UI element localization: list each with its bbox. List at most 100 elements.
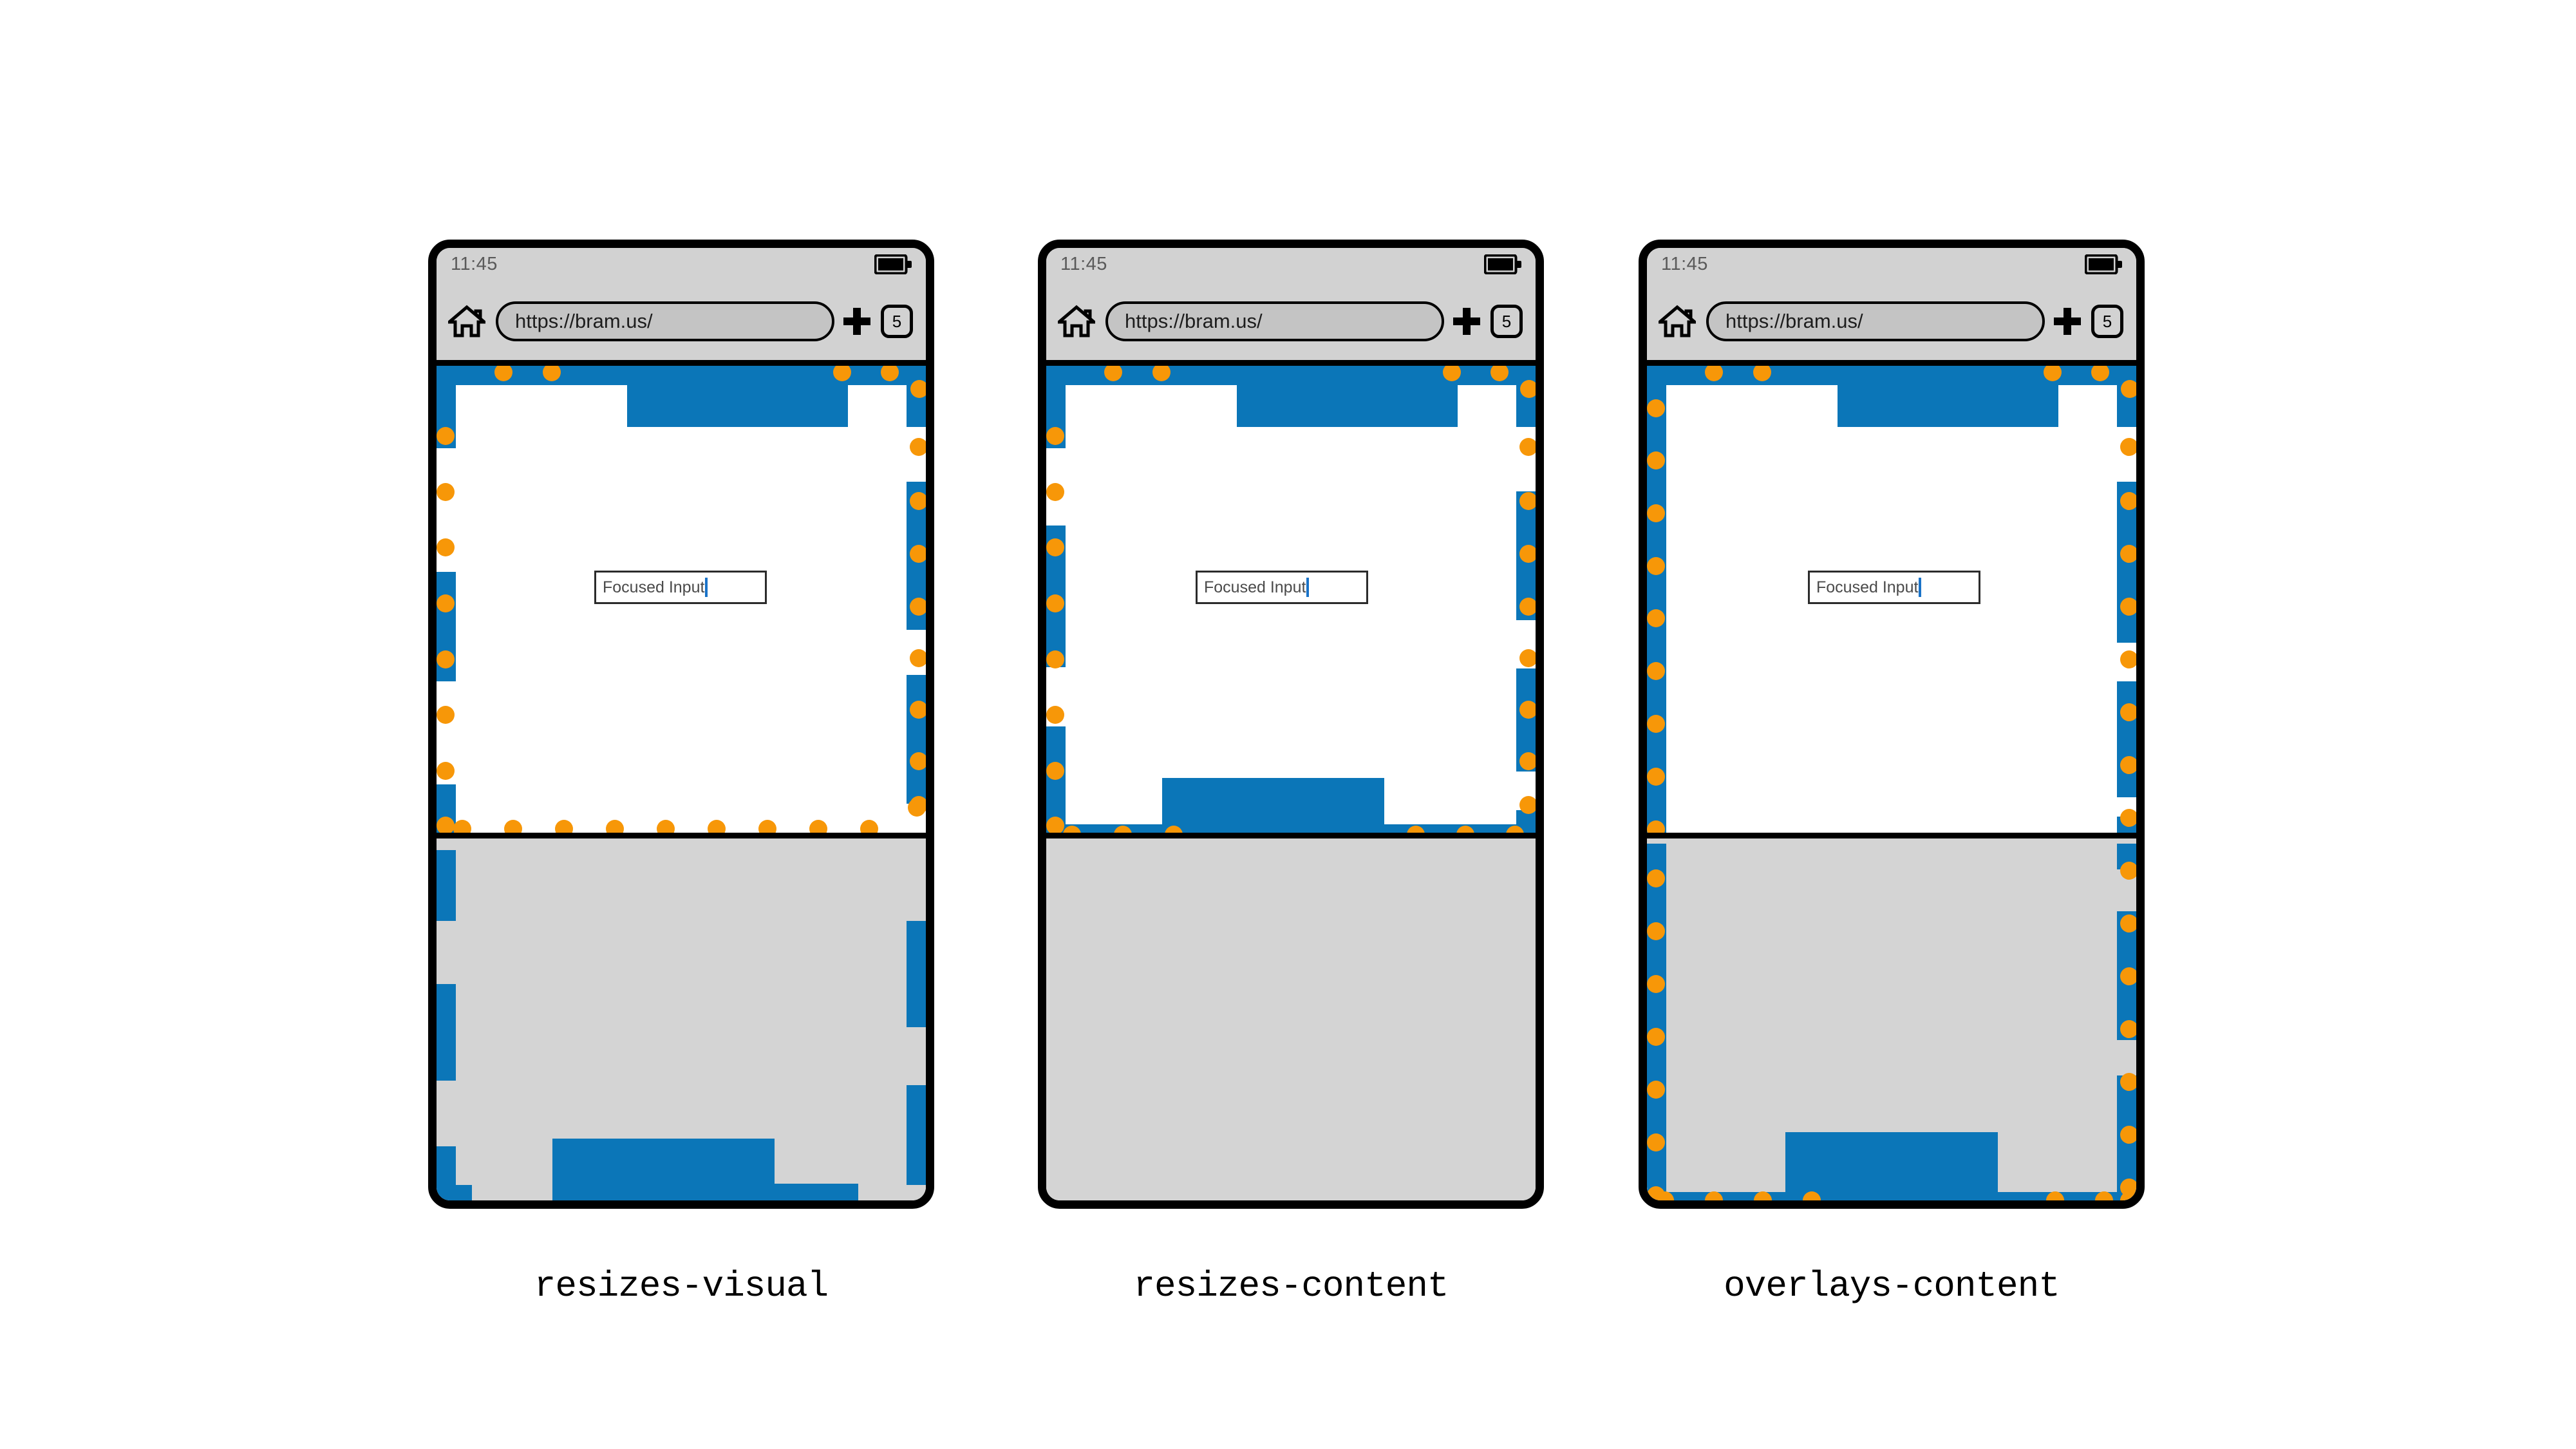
frame-bar-left-full [1647,366,1666,844]
battery-full-icon [1484,254,1521,274]
marker-dot [1519,598,1536,616]
marker-dot [910,752,926,770]
marker-dot [910,598,926,616]
frame-bar-top-a [1656,366,1838,385]
marker-dot [2120,650,2136,668]
browser-chrome: 11:45 https://bram.us/ 5 [1046,248,1536,366]
plus-icon[interactable] [1453,308,1480,335]
text-caret-icon [705,578,708,597]
plus-icon[interactable] [843,308,870,335]
marker-dot [2044,366,2062,381]
marker-dot [2120,492,2136,510]
tab-count-button[interactable]: 5 [881,305,913,338]
marker-dot [1152,366,1170,381]
marker-dot [910,545,926,563]
marker-dot [2120,438,2136,456]
marker-dot [1647,662,1665,680]
tab-count-button[interactable]: 5 [2091,305,2123,338]
marker-dot [910,380,926,398]
frame-bar-top-a [446,366,627,385]
page-layer: Focused Input [1647,366,2136,844]
focused-input-value: Focused Input [603,578,705,596]
marker-dot [2120,809,2136,827]
home-icon[interactable] [1659,305,1696,338]
marker-dot [1519,438,1536,456]
device-screen: Focused Input [1647,366,2136,1200]
marker-dot [1519,492,1536,510]
browser-toolbar: https://bram.us/ 5 [1647,283,2136,360]
status-bar: 11:45 [1647,248,2136,283]
marker-dot [1046,483,1064,501]
home-icon[interactable] [448,305,485,338]
marker-dot [437,483,455,501]
marker-dot [910,438,926,456]
marker-dot [1519,545,1536,563]
caption-overlays-content: overlays-content [1724,1265,2060,1307]
marker-dot [2121,380,2136,398]
marker-dot [1520,380,1536,398]
marker-dot [910,701,926,719]
marker-dot [1046,594,1064,612]
home-icon[interactable] [1058,305,1095,338]
marker-dot [1519,649,1536,667]
focused-input[interactable]: Focused Input [1808,571,1980,604]
virtual-keyboard[interactable] [1647,833,2136,1200]
status-clock: 11:45 [1661,254,1708,274]
text-caret-icon [1306,578,1310,597]
marker-dot [1046,762,1064,780]
device-screen: Focused Input [1046,366,1536,1200]
url-bar[interactable]: https://bram.us/ [1706,301,2045,341]
device-screen: Focused Input [437,366,926,1200]
frame-bar-top-center [627,366,848,427]
tab-count-button[interactable]: 5 [1490,305,1523,338]
focused-input[interactable]: Focused Input [594,571,767,604]
browser-toolbar: https://bram.us/ 5 [1046,283,1536,360]
url-bar[interactable]: https://bram.us/ [1105,301,1444,341]
status-bar: 11:45 [437,248,926,283]
phone-overlays-content: 11:45 https://bram.us/ 5 [1639,240,2145,1209]
status-clock: 11:45 [451,254,498,274]
status-clock: 11:45 [1060,254,1107,274]
marker-dot [2120,545,2136,563]
phone-resizes-visual: 11:45 https://bram.us/ 5 [428,240,934,1209]
marker-dot [1647,715,1665,733]
marker-dot [437,538,455,556]
marker-dot [437,762,455,780]
virtual-keyboard[interactable] [1046,833,1536,1200]
virtual-keyboard[interactable] [437,833,926,1200]
marker-dot [1647,451,1665,469]
browser-chrome: 11:45 https://bram.us/ 5 [1647,248,2136,366]
marker-dot [1443,366,1461,381]
phone-resizes-content: 11:45 https://bram.us/ 5 [1038,240,1544,1209]
marker-dot [910,492,926,510]
marker-dot [437,706,455,724]
marker-dot [1490,366,1509,381]
frame-bar-top-center [1237,366,1458,427]
url-text[interactable]: https://bram.us/ [515,310,653,332]
marker-dot [437,594,455,612]
marker-dot [1647,609,1665,627]
marker-dot [1647,399,1665,417]
marker-dot [1046,650,1064,668]
url-text[interactable]: https://bram.us/ [1125,310,1263,332]
marker-dot [543,366,561,381]
focused-input-value: Focused Input [1816,578,1919,596]
battery-full-icon [874,254,912,274]
marker-dot [1519,701,1536,719]
marker-dot [494,366,512,381]
marker-dot [1046,538,1064,556]
plus-icon[interactable] [2054,308,2081,335]
caption-resizes-content: resizes-content [1133,1265,1449,1307]
url-text[interactable]: https://bram.us/ [1725,310,1863,332]
marker-dot [1046,706,1064,724]
focused-input[interactable]: Focused Input [1196,571,1368,604]
url-bar[interactable]: https://bram.us/ [496,301,834,341]
frame-bar-right-c [2117,681,2136,797]
marker-dot [1104,366,1122,381]
marker-dot [1647,557,1665,575]
browser-toolbar: https://bram.us/ 5 [437,283,926,360]
marker-dot [1046,817,1064,835]
marker-dot [1519,752,1536,770]
marker-dot [833,366,851,381]
marker-dot [1046,427,1064,445]
